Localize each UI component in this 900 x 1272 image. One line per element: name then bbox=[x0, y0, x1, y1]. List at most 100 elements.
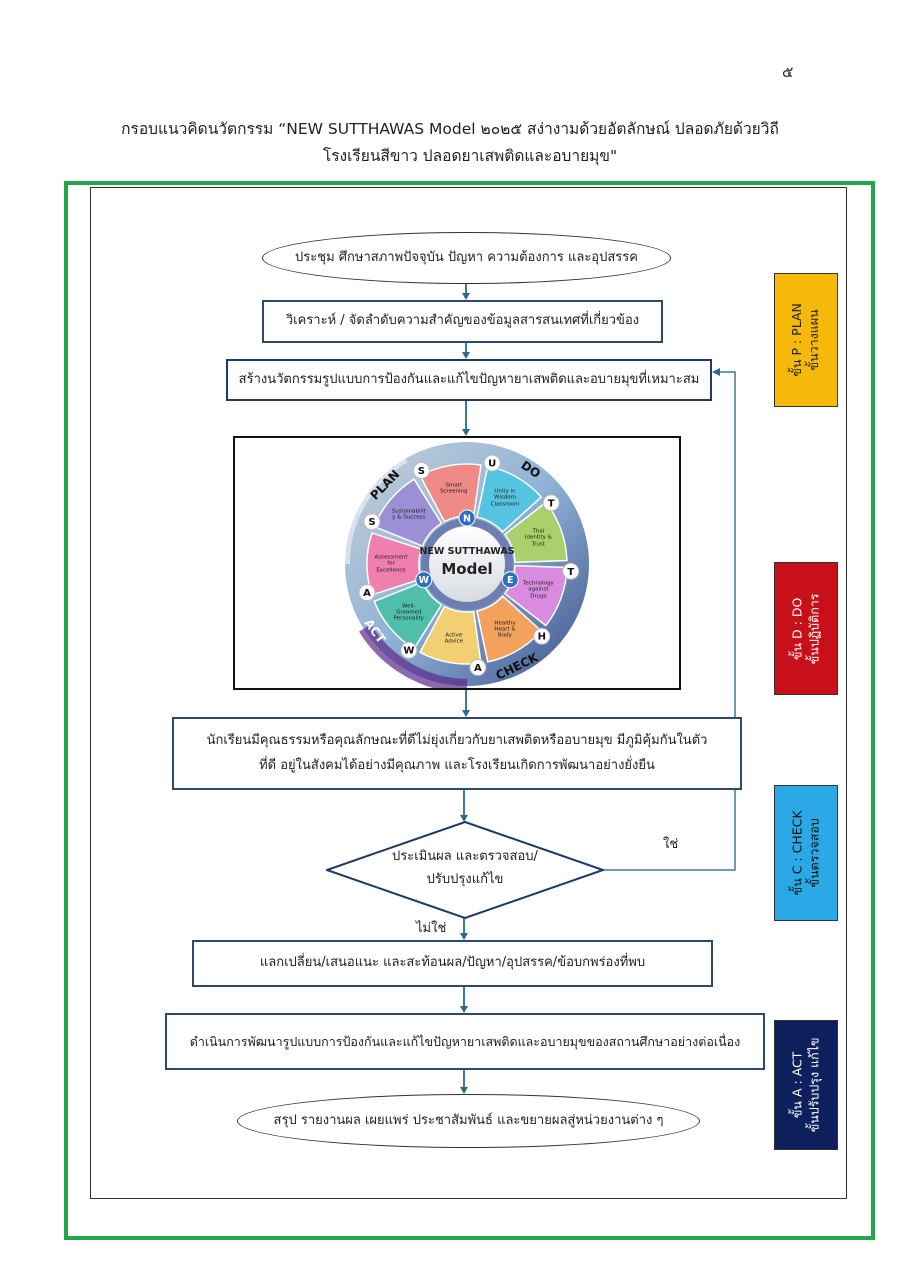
inner-frame bbox=[90, 187, 847, 1199]
outcome-box: นักเรียนมีคุณธรรมหรือคุณลักษณะที่ดีไม่ยุ… bbox=[172, 717, 742, 790]
connector bbox=[463, 1070, 465, 1087]
start-oval: ประชุม ศึกษาสภาพปัจจุบัน ปัญหา ความต้องก… bbox=[262, 232, 671, 284]
model-segment bbox=[373, 581, 443, 650]
hub-letter: E bbox=[507, 575, 513, 586]
model-title: NEW SUTTHAWAS bbox=[419, 546, 514, 557]
page-number: ๕ bbox=[782, 63, 794, 81]
create-text: สร้างนวัตกรรมรูปแบบการป้องกันและแก้ไขปัญ… bbox=[238, 371, 700, 387]
model-subtitle: Model bbox=[441, 560, 492, 578]
hub-letter-badge bbox=[415, 571, 433, 589]
segment-letter: A bbox=[474, 663, 482, 674]
model-segment bbox=[503, 501, 568, 564]
segment-letter-badge bbox=[562, 562, 580, 580]
stage-act-title: ขั้น A : ACT bbox=[789, 1051, 805, 1119]
segment-letter: H bbox=[538, 632, 546, 643]
end-text: สรุป รายงานผล เผยแพร่ ประชาสัมพันธ์ และข… bbox=[273, 1112, 664, 1128]
arrow-down-icon bbox=[462, 710, 470, 717]
arrow-down-icon bbox=[460, 815, 468, 822]
segment-letter-badge bbox=[542, 494, 560, 512]
exchange-text: แลกเปลี่ยน/เสนอแนะ และสะท้อนผล/ปัญหา/อุป… bbox=[259, 955, 646, 971]
segment-label: Thai Identity & Trust bbox=[524, 528, 552, 548]
segment-letter: U bbox=[488, 459, 496, 470]
segment-letter-badge bbox=[469, 658, 487, 676]
arrow-down-icon bbox=[460, 1006, 468, 1013]
decision-line-2: ปรับปรุงแก้ไข bbox=[426, 872, 504, 888]
segment-label: Healthy Heart & Body bbox=[494, 620, 516, 639]
develop-box: ดำเนินการพัฒนารูปแบบการป้องกันและแก้ไขปั… bbox=[165, 1013, 765, 1070]
connector bbox=[465, 343, 467, 353]
stage-check-thai: ขั้นตรวจสอบ bbox=[806, 818, 821, 888]
segment-letter: S bbox=[418, 466, 425, 477]
cycle-arrow bbox=[339, 453, 408, 565]
model-segment bbox=[373, 478, 443, 547]
segment-letter-badge bbox=[400, 641, 418, 659]
create-innovation-box: สร้างนวัตกรรมรูปแบบการป้องกันและแก้ไขปัญ… bbox=[226, 359, 712, 401]
arrow-down-icon bbox=[460, 933, 468, 940]
hub bbox=[429, 526, 505, 602]
segment-label: Active Advice bbox=[444, 632, 463, 645]
arrow-down-icon bbox=[462, 352, 470, 359]
analyze-text: วิเคราะห์ / จัดลำดับความสำคัญของข้อมูลสา… bbox=[285, 313, 640, 329]
connector bbox=[465, 401, 467, 429]
segment-label: Well-Groomed Personality bbox=[393, 603, 424, 622]
segment-label: Unity in Wisdom Classroom bbox=[490, 488, 520, 508]
decision-line-1: ประเมินผล และตรวจสอบ/ bbox=[392, 849, 538, 864]
model-segment bbox=[476, 465, 543, 533]
outcome-line-2: ที่ดี อยู่ในสังคมได้อย่างมีคุณภาพ และโรง… bbox=[259, 757, 655, 773]
hub-letter-badge bbox=[458, 509, 476, 527]
outcome-line-1: นักเรียนมีคุณธรรมหรือคุณลักษณะที่ดีไม่ยุ… bbox=[206, 732, 708, 748]
segment-letter: W bbox=[403, 646, 414, 657]
segment-label: Technology against Drugs bbox=[523, 580, 554, 600]
segment-letter-badge bbox=[412, 462, 430, 480]
hub-letter: N bbox=[463, 514, 471, 525]
stage-act-thai: ขั้นปรับปรุง แก้ไข bbox=[806, 1037, 822, 1133]
connector bbox=[463, 790, 465, 816]
model-segment bbox=[476, 595, 543, 663]
segment-letter: S bbox=[368, 517, 375, 528]
model-segment bbox=[419, 463, 482, 523]
no-label: ไม่ใช่ bbox=[416, 921, 447, 936]
segment-letter: T bbox=[548, 498, 555, 509]
arrow-down-icon bbox=[462, 293, 470, 300]
stage-check-title: ขั้น C : CHECK bbox=[789, 810, 805, 896]
segment-letter-badge bbox=[363, 513, 381, 531]
segment-letter-badge bbox=[358, 584, 376, 602]
stage-plan-thai: ขั้นวางแผน bbox=[806, 309, 822, 371]
segment-label: Smart Screening bbox=[440, 482, 468, 496]
feedback-loop-connector bbox=[603, 368, 736, 871]
title-line-2: โรงเรียนสีขาว ปลอดยาเสพติดและอบายมุข" bbox=[322, 147, 618, 165]
develop-text: ดำเนินการพัฒนารูปแบบการป้องกันและแก้ไขปั… bbox=[189, 1033, 741, 1049]
arrow-down-icon bbox=[460, 1087, 468, 1094]
segment-letter-badge bbox=[483, 454, 501, 472]
segment-letter: A bbox=[363, 588, 371, 599]
title-line-1: กรอบแนวคิดนวัตกรรม “NEW SUTTHAWAS Model … bbox=[121, 120, 779, 138]
yes-label: ใช่ bbox=[663, 837, 679, 852]
exchange-box: แลกเปลี่ยน/เสนอแนะ และสะท้อนผล/ปัญหา/อุป… bbox=[192, 940, 713, 987]
connector bbox=[465, 690, 467, 710]
segment-label: Sustainability & Success bbox=[391, 508, 426, 522]
stage-do-title: ขั้น D : DO bbox=[789, 597, 805, 660]
connector bbox=[463, 918, 465, 933]
segment-label: Assessment for Excellence bbox=[374, 554, 408, 574]
decision-text: ประเมินผล และตรวจสอบ/ ปรับปรุงแก้ไข bbox=[326, 845, 604, 892]
hub-letter-badge bbox=[501, 571, 519, 589]
decision-diamond bbox=[326, 821, 604, 919]
stage-plan-title: ขั้น P : PLAN bbox=[789, 303, 805, 377]
segment-letter-badge bbox=[533, 627, 551, 645]
segment-letter: T bbox=[567, 567, 574, 578]
arrow-down-icon bbox=[462, 429, 470, 436]
connector bbox=[463, 987, 465, 1006]
hub-letter: W bbox=[419, 575, 430, 586]
start-text: ประชุม ศึกษาสภาพปัจจุบัน ปัญหา ความต้องก… bbox=[295, 249, 638, 265]
connector bbox=[465, 284, 467, 294]
cycle-arrow bbox=[359, 624, 468, 688]
green-frame bbox=[64, 181, 875, 1240]
end-oval: สรุป รายงานผล เผยแพร่ ประชาสัมพันธ์ และข… bbox=[237, 1094, 700, 1148]
model-segment bbox=[419, 605, 482, 665]
stage-do-thai: ขั้นปฏิบัติการ bbox=[806, 593, 821, 664]
